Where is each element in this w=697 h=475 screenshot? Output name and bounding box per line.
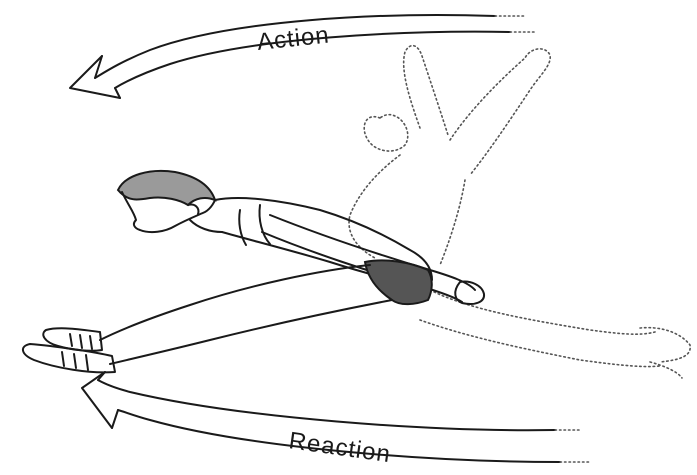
shoe-upper [43,328,102,350]
leg-upper [100,265,370,340]
jumper-figure [23,171,484,372]
ghost-jumper-outline [349,46,690,378]
shorts [365,260,432,304]
leg-lower [110,300,392,364]
hair [118,171,215,205]
reaction-label: Reaction [287,427,392,468]
action-label: Action [256,22,331,56]
